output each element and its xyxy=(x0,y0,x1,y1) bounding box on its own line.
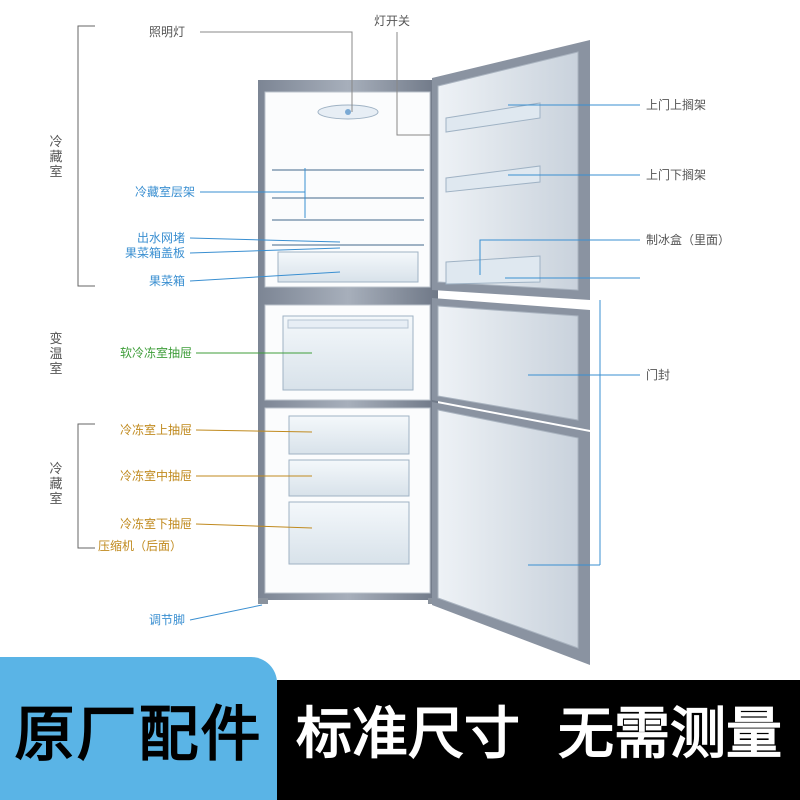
label-compressor: 压缩机（后面） xyxy=(98,539,183,553)
label-ice-box: 制冰盒（里面） xyxy=(646,233,731,247)
label-door-seal: 门封 xyxy=(646,368,671,382)
banner-original-parts: 原厂配件 xyxy=(14,700,263,770)
label-crisper: 果菜箱 xyxy=(148,274,185,288)
label-light-switch: 灯开关 xyxy=(374,14,411,28)
fridge-shelves xyxy=(272,169,424,246)
freezer-drawers-shape xyxy=(288,415,410,565)
label-water-outlet-plug: 出水网堵 xyxy=(136,231,185,245)
right-callout-lines xyxy=(396,32,640,566)
label-freezer-lower: 冷冻室下抽屉 xyxy=(119,517,192,531)
label-upper-door-shelf: 上门上搁架 xyxy=(646,98,707,112)
section-refrigerator: 冷藏室 xyxy=(49,135,63,180)
label-freezer-middle: 冷冻室中抽屉 xyxy=(119,469,192,483)
banner-standard-size: 标准尺寸 xyxy=(296,702,520,767)
bottom-door xyxy=(432,402,590,665)
label-crisper-cover: 果菜箱盖板 xyxy=(124,246,185,260)
left-callout-lines xyxy=(189,31,353,621)
banner-no-measurement: 无需测量 xyxy=(558,702,782,767)
label-fridge-shelf: 冷藏室层架 xyxy=(134,185,195,199)
label-adjust-foot: 调节脚 xyxy=(148,613,185,627)
label-freezer-upper: 冷冻室上抽屉 xyxy=(119,423,192,437)
label-lighting: 照明灯 xyxy=(148,25,185,39)
banner-black-strip xyxy=(277,680,800,800)
banner-blue-box xyxy=(0,657,277,800)
top-door xyxy=(432,40,590,300)
label-lower-door-shelf: 上门下搁架 xyxy=(646,168,707,182)
crisper-box xyxy=(277,251,419,283)
section-brackets xyxy=(77,25,95,549)
label-soft-freeze-drawer: 软冷冻室抽屉 xyxy=(119,346,192,360)
middle-door xyxy=(432,298,590,430)
section-freezer: 冷藏室 xyxy=(49,462,63,507)
light-fixture xyxy=(317,104,379,120)
section-variable-temp: 变温室 xyxy=(49,332,63,377)
